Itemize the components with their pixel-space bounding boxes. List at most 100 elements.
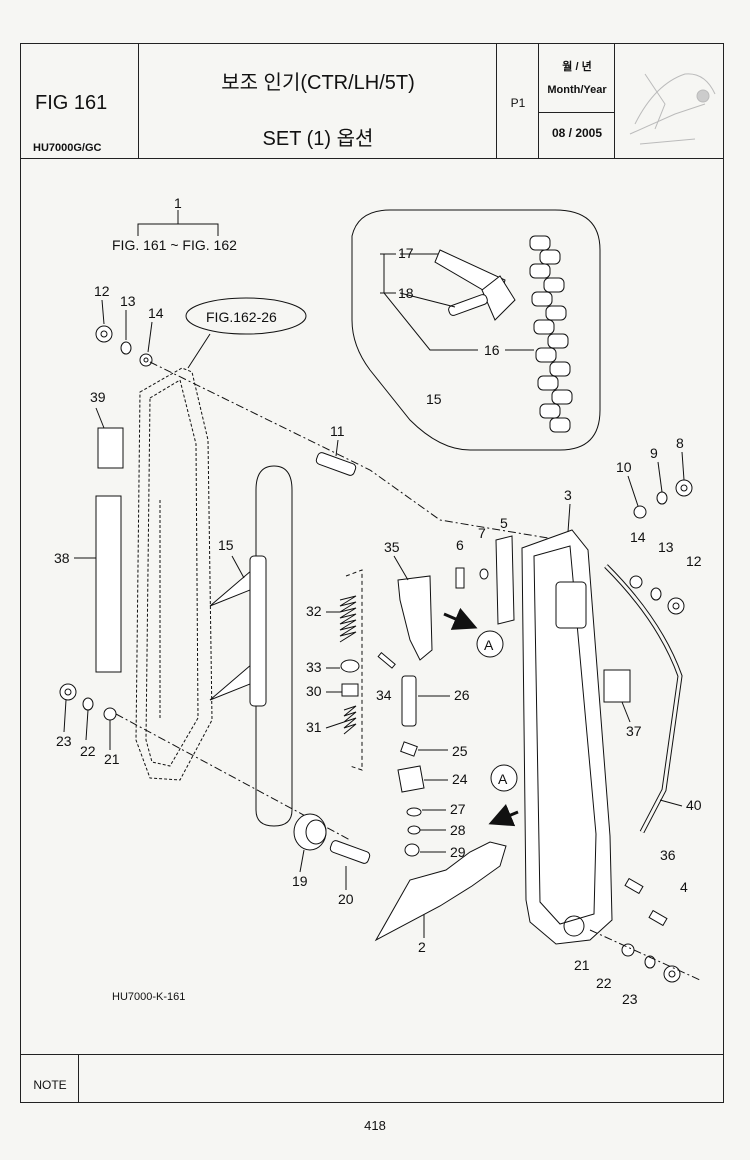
sprocket-19 <box>293 813 327 851</box>
shaft-11 <box>315 452 357 476</box>
part-number-label: 14 <box>148 305 164 321</box>
fig-range-label: FIG. 161 ~ FIG. 162 <box>112 237 237 253</box>
header-divider <box>21 158 723 159</box>
date-cell: 월 / 년 Month/Year 08 / 2005 <box>539 44 615 158</box>
date-value: 08 / 2005 <box>551 126 603 140</box>
part-number-label: 23 <box>56 733 72 749</box>
left-frame <box>135 367 213 781</box>
part-number-label: 32 <box>306 603 322 619</box>
page-frame: FIG 161 HU7000G/GC 보조 인기(CTR/LH/5T) SET … <box>20 43 724 1103</box>
part-number-label: 38 <box>54 550 70 566</box>
fig-label: FIG 161 <box>35 92 108 114</box>
model-label: HU7000G/GC <box>33 142 102 154</box>
bracket-35 <box>397 575 433 661</box>
part-number-label: 17 <box>398 245 414 261</box>
chain-15 <box>209 555 267 707</box>
washer-27 <box>406 807 422 817</box>
spring-32 <box>339 595 357 643</box>
part-number-label: 13 <box>120 293 136 309</box>
logo-sketch <box>629 73 716 145</box>
part-number-label: 24 <box>452 771 468 787</box>
plate-25 <box>400 741 418 757</box>
part-number-label: 9 <box>650 445 658 461</box>
part-number-label: 12 <box>94 283 110 299</box>
label-plate-38 <box>95 495 122 673</box>
title-line-1: 보조 인기(CTR/LH/5T) <box>221 72 415 94</box>
part-number-label: 4 <box>680 879 688 895</box>
chain-detail <box>434 235 573 433</box>
part-number-label: 10 <box>616 459 632 475</box>
divider-2 <box>374 841 507 942</box>
drawing-code: HU7000-K-161 <box>112 991 185 1003</box>
view-marker-a <box>490 764 518 792</box>
title-line-2: SET (1) 옵션 <box>262 128 374 150</box>
page-code: P1 <box>510 96 526 110</box>
part-number-label: 8 <box>676 435 684 451</box>
page-code-cell: P1 <box>497 44 539 158</box>
view-marker-label: A <box>484 637 494 653</box>
part-number-label: 37 <box>626 723 642 739</box>
part-number-label: 11 <box>330 423 345 439</box>
part-number-label: 7 <box>478 525 486 541</box>
title-cell: 보조 인기(CTR/LH/5T) SET (1) 옵션 <box>139 44 497 158</box>
part-number-label: 40 <box>686 797 702 813</box>
detail-inset <box>351 209 601 451</box>
part-number-label: 20 <box>338 891 354 907</box>
pin-34 <box>377 651 396 669</box>
plate-5 <box>495 535 515 625</box>
part-number-label: 15 <box>218 537 234 553</box>
washer-7 <box>479 568 489 580</box>
part-number-label: 2 <box>418 939 426 955</box>
part-number-label: 6 <box>456 537 464 553</box>
note-cell: NOTE <box>21 1054 79 1102</box>
part-number-label: 26 <box>454 687 470 703</box>
page-number: 418 <box>364 1118 386 1133</box>
plate-30 <box>341 683 359 697</box>
washer-33 <box>340 659 360 673</box>
part-number-label: 27 <box>450 801 466 817</box>
part-number-label: 39 <box>90 389 106 405</box>
pin-26 <box>401 675 417 727</box>
view-marker-label: A <box>498 771 508 787</box>
spring-31 <box>343 705 357 735</box>
part-number-label: 33 <box>306 659 322 675</box>
bolt-4 <box>648 909 668 927</box>
part-number-label: 5 <box>500 515 508 531</box>
part-number-label: 14 <box>630 529 646 545</box>
housing-3 <box>521 529 613 945</box>
part-number-label: 25 <box>452 743 468 759</box>
part-number-label: 23 <box>622 991 638 1007</box>
fig-cell: FIG 161 HU7000G/GC <box>21 44 139 158</box>
part-number-label: 3 <box>564 487 572 503</box>
part-number-label: 12 <box>686 553 702 569</box>
part-number-label: 16 <box>484 342 500 358</box>
part-number-label: 13 <box>658 539 674 555</box>
part-number-label: 21 <box>574 957 590 973</box>
nut-29 <box>404 843 420 857</box>
part-number-label: 15 <box>426 391 442 407</box>
part-number-label: 22 <box>596 975 612 991</box>
part-number-label: 35 <box>384 539 400 555</box>
label-plate-39 <box>97 427 124 469</box>
note-label: NOTE <box>33 1078 67 1092</box>
view-marker-a <box>476 630 504 658</box>
part-number-label: 34 <box>376 687 392 703</box>
bracket-24 <box>397 765 425 793</box>
part-number-label: 30 <box>306 683 322 699</box>
logo-cell <box>615 44 723 158</box>
part-number-label: 22 <box>80 743 96 759</box>
bolt-6 <box>455 567 465 589</box>
part-number-label: 31 <box>306 719 322 735</box>
part-number-label: 19 <box>292 873 308 889</box>
date-header-en: Month/Year <box>547 84 607 96</box>
part-number-label: 18 <box>398 285 414 301</box>
date-header-kr: 월 / 년 <box>562 61 592 73</box>
callout-label: FIG.162-26 <box>206 309 277 325</box>
part-number-label: 28 <box>450 822 466 838</box>
shaft-20 <box>329 840 371 864</box>
part-number-label: 21 <box>104 751 120 767</box>
guide-panel <box>255 465 293 827</box>
callout-ellipse <box>185 297 307 335</box>
note-divider <box>21 1054 723 1055</box>
